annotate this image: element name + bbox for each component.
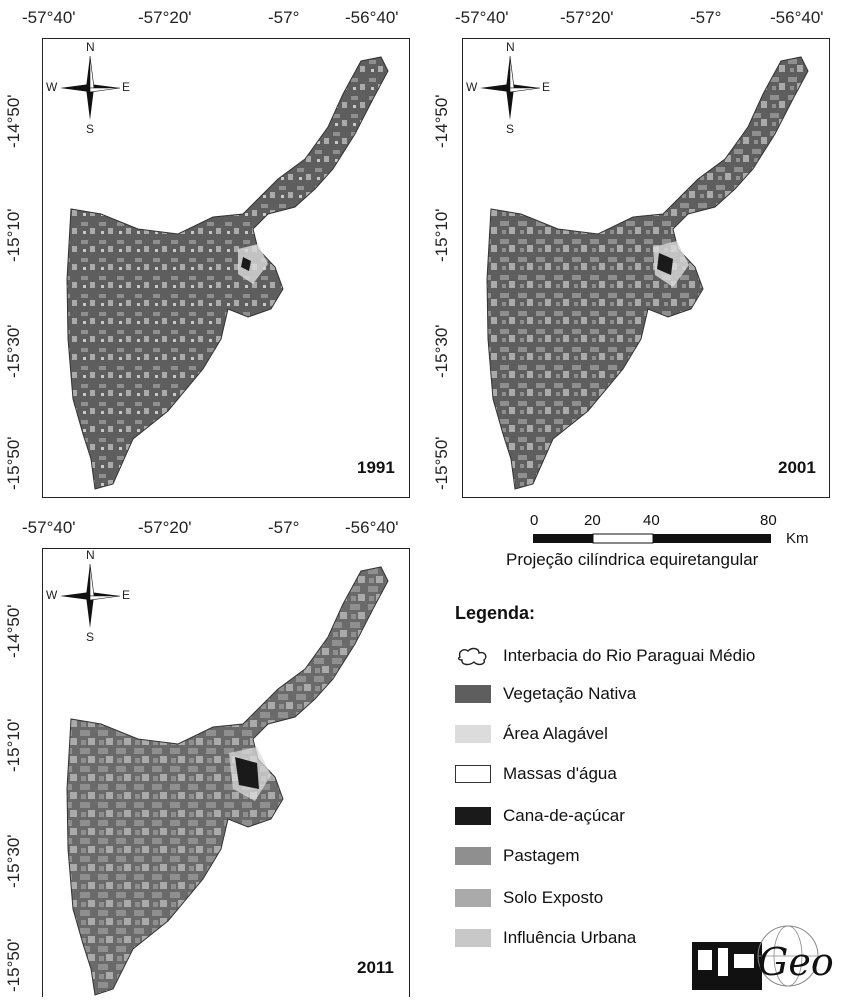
- north-arrow-icon: N S W E: [46, 40, 131, 136]
- panel-year: 2001: [778, 458, 816, 477]
- x-tick: -57°20': [560, 8, 614, 27]
- panel-year: 1991: [357, 458, 395, 477]
- y-tick: -14°50': [432, 94, 451, 148]
- y-tick: -15°50': [432, 436, 451, 490]
- y-tick: -15°30': [4, 324, 23, 378]
- map-frame: [462, 38, 830, 498]
- x-tick: -56°40': [345, 8, 399, 27]
- y-tick: -15°30': [4, 834, 23, 888]
- legend-item: Pastagem: [455, 843, 580, 869]
- legend-swatch: [455, 807, 491, 825]
- basin-outline-icon: [458, 647, 487, 666]
- x-tick: -57°40': [455, 8, 509, 27]
- logo-text: Geo: [758, 940, 834, 984]
- scale-bar-graphic: [533, 533, 771, 544]
- y-tick: -15°10': [4, 208, 23, 262]
- lab-logo: Geo: [690, 920, 834, 1000]
- interbasin-region: [486, 56, 809, 490]
- legend-swatch: [455, 725, 491, 743]
- map-frame: [42, 38, 410, 498]
- x-tick: -57°40': [22, 8, 76, 27]
- north-arrow-icon: N S W E: [466, 40, 551, 136]
- panel-year: 2011: [357, 958, 394, 977]
- scale-unit: Km: [786, 530, 809, 547]
- map-frame: [42, 548, 410, 997]
- legend-swatch: [455, 889, 491, 907]
- y-tick: -15°50': [4, 938, 23, 992]
- interbasin-region: [66, 56, 389, 490]
- interbasin-region: [66, 566, 389, 996]
- x-tick: -57°40': [22, 518, 76, 537]
- x-tick: -57°: [268, 518, 300, 537]
- y-tick: -15°50': [4, 436, 23, 490]
- scale-label: 0: [530, 512, 539, 529]
- legend-item: Influência Urbana: [455, 925, 636, 951]
- x-tick: -56°40': [770, 8, 824, 27]
- y-tick: -15°30': [432, 324, 451, 378]
- legend-title: Legenda:: [455, 603, 536, 623]
- legend-swatch: [455, 765, 491, 783]
- x-tick: -56°40': [345, 518, 399, 537]
- x-tick: -57°20': [138, 8, 192, 27]
- scale-label: 80: [760, 512, 777, 529]
- y-tick: -15°10': [432, 208, 451, 262]
- legend-swatch: [455, 847, 491, 865]
- legend-item: Área Alagável: [455, 721, 608, 747]
- scale-label: 20: [584, 512, 601, 529]
- legend-item: Solo Exposto: [455, 885, 603, 911]
- y-tick: -15°10': [4, 718, 23, 772]
- legend-item: Interbacia do Rio Paraguai Médio: [455, 643, 755, 669]
- region-map-2011: [66, 566, 389, 996]
- legend-item: Vegetação Nativa: [455, 681, 636, 707]
- x-tick: -57°: [268, 8, 300, 27]
- north-arrow-icon: N S W E: [46, 548, 131, 644]
- legend-swatch: [455, 685, 491, 703]
- legend-swatch: [455, 929, 491, 947]
- legend-item: Cana-de-açúcar: [455, 803, 625, 829]
- scale-label: 40: [643, 512, 660, 529]
- y-tick: -14°50': [4, 94, 23, 148]
- region-map-1991: [66, 56, 389, 490]
- projection-label: Projeção cilíndrica equiretangular: [506, 550, 759, 569]
- region-map-2001: [486, 56, 809, 490]
- x-tick: -57°: [690, 8, 722, 27]
- x-tick: -57°20': [138, 518, 192, 537]
- legend-item: Massas d'água: [455, 761, 617, 787]
- y-tick: -14°50': [4, 604, 23, 658]
